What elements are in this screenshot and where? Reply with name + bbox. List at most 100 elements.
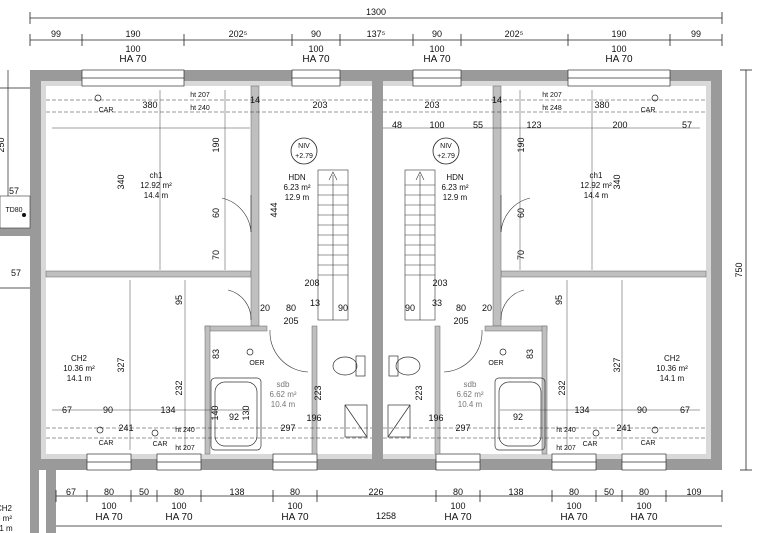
d-297-right: 297 (455, 423, 470, 433)
d-444-left: 444 (269, 202, 279, 217)
d-196-right: 196 (428, 413, 443, 423)
d-208: 208 (304, 278, 319, 288)
ht207-bottom-right: ht 207 (556, 445, 576, 452)
d-90-ch2-right: 90 (637, 405, 647, 415)
ch2-left-area: 10.36 m² (63, 364, 95, 373)
ch1-right-perimeter: 14.4 m (584, 191, 609, 200)
dim-top-7: 190 (611, 29, 626, 39)
d-205-right: 205 (453, 316, 468, 326)
d-297-left: 297 (280, 423, 295, 433)
edge-room-name: CH2 (0, 504, 13, 513)
d-90-ch2-left: 90 (103, 405, 113, 415)
window-bottom-1-width: 100 (101, 501, 116, 511)
ht207-top-left: ht 207 (190, 92, 210, 99)
hdn-right-area: 6.23 m² (441, 183, 468, 192)
d-123: 123 (526, 120, 541, 130)
dim-bottom-0: 67 (66, 487, 76, 497)
d-90-right: 90 (405, 303, 415, 313)
d-95-left: 95 (174, 295, 184, 305)
window-bottom-3-width: 100 (287, 501, 302, 511)
dim-top-6: 202⁵ (505, 29, 524, 39)
d-203-right: 203 (424, 100, 439, 110)
height-labels: ht 207 ht 240 ht 207 ht 248 ht 240 ht 20… (175, 92, 576, 452)
oer-1: OER (249, 360, 264, 367)
d-83-left: 83 (211, 349, 221, 359)
d-232-right: 232 (557, 380, 567, 395)
level-right-value: +2.79 (437, 153, 455, 160)
d-20-right: 20 (482, 303, 492, 313)
door-arcs (221, 195, 531, 373)
top-window-labels: 100 HA 70 100 HA 70 100 HA 70 100 HA 70 (119, 44, 633, 65)
d-380-left: 380 (142, 100, 157, 110)
hdn-right-perimeter: 12.9 m (443, 193, 468, 202)
dim-bottom-4: 138 (229, 487, 244, 497)
d-92-right: 92 (513, 412, 523, 422)
dim-total-top: 1300 (366, 7, 386, 17)
d-130-left: 130 (241, 405, 251, 420)
window-bottom-5-width: 100 (566, 501, 581, 511)
d-241-right: 241 (616, 423, 631, 433)
ch2-right-perimeter: 14.1 m (660, 374, 685, 383)
d-90-left: 90 (338, 303, 348, 313)
d-327-left: 327 (116, 357, 126, 372)
window-top-1-type: HA 70 (119, 54, 147, 65)
d-140-left: 140 (210, 405, 220, 420)
car-2: CAR (641, 107, 656, 114)
dim-bottom-6: 226 (368, 487, 383, 497)
ch2-right-area: 10.36 m² (656, 364, 688, 373)
d-241-left: 241 (118, 423, 133, 433)
dim-left-250: 250 (0, 137, 6, 152)
sanitary (332, 355, 421, 438)
d-14-left: 14 (250, 95, 260, 105)
d-80-left: 80 (286, 303, 296, 313)
level-marker-left: NIV +2.79 (290, 137, 318, 165)
d-340-left: 340 (116, 174, 126, 189)
hdn-left-name: HDN (288, 173, 306, 182)
d-70-right: 70 (516, 250, 526, 260)
dim-top-4: 137⁵ (367, 29, 386, 39)
d-100: 100 (429, 120, 444, 130)
d-67-left: 67 (62, 405, 72, 415)
sdb-left-perimeter: 10.4 m (271, 400, 296, 409)
d-95-right: 95 (554, 295, 564, 305)
bottom-dimension-lines (55, 490, 723, 527)
dim-bottom-10: 50 (604, 487, 614, 497)
inner-dimensions: 380 14 203 203 14 380 48 100 55 123 200 … (62, 95, 692, 433)
room-labels: ch1 12.92 m² 14.4 m ch1 12.92 m² 14.4 m … (63, 171, 688, 409)
d-20-left: 20 (260, 303, 270, 313)
ht248-top-right: ht 248 (542, 105, 562, 112)
dim-bottom-1: 80 (104, 487, 114, 497)
d-200: 200 (612, 120, 627, 130)
d-14-right: 14 (492, 95, 502, 105)
ch2-left-name: CH2 (71, 354, 88, 363)
ht240-top-left: ht 240 (190, 105, 210, 112)
dim-top-0: 99 (51, 29, 61, 39)
window-bottom-4-width: 100 (450, 501, 465, 511)
window-top-3-width: 100 (429, 44, 444, 54)
window-bottom-2-width: 100 (171, 501, 186, 511)
ch1-right-name: ch1 (590, 171, 603, 180)
d-190-right: 190 (516, 137, 526, 152)
ch1-left-area: 12.92 m² (140, 181, 172, 190)
d-33: 33 (432, 298, 442, 308)
window-bottom-1-type: HA 70 (95, 512, 123, 523)
oer-2: OER (488, 360, 503, 367)
window-top-4-type: HA 70 (605, 54, 633, 65)
dim-top-2: 202⁵ (229, 29, 248, 39)
d-223-right: 223 (414, 385, 424, 400)
window-top-4-width: 100 (611, 44, 626, 54)
d-83-right: 83 (525, 349, 535, 359)
ch2-left-perimeter: 14.1 m (67, 374, 92, 383)
dim-bottom-7: 80 (453, 487, 463, 497)
ht207-top-right: ht 207 (542, 92, 562, 99)
window-bottom-6-width: 100 (636, 501, 651, 511)
edge-room-area: 6 m² (0, 514, 12, 523)
d-203-left: 203 (312, 100, 327, 110)
td80-marker (22, 213, 26, 217)
top-windows (81, 69, 671, 87)
sdb-left-name: sdb (277, 380, 290, 389)
dim-top-8: 99 (691, 29, 701, 39)
bottom-windows (86, 453, 667, 471)
d-80-right: 80 (456, 303, 466, 313)
sdb-right-area: 6.62 m² (456, 390, 483, 399)
